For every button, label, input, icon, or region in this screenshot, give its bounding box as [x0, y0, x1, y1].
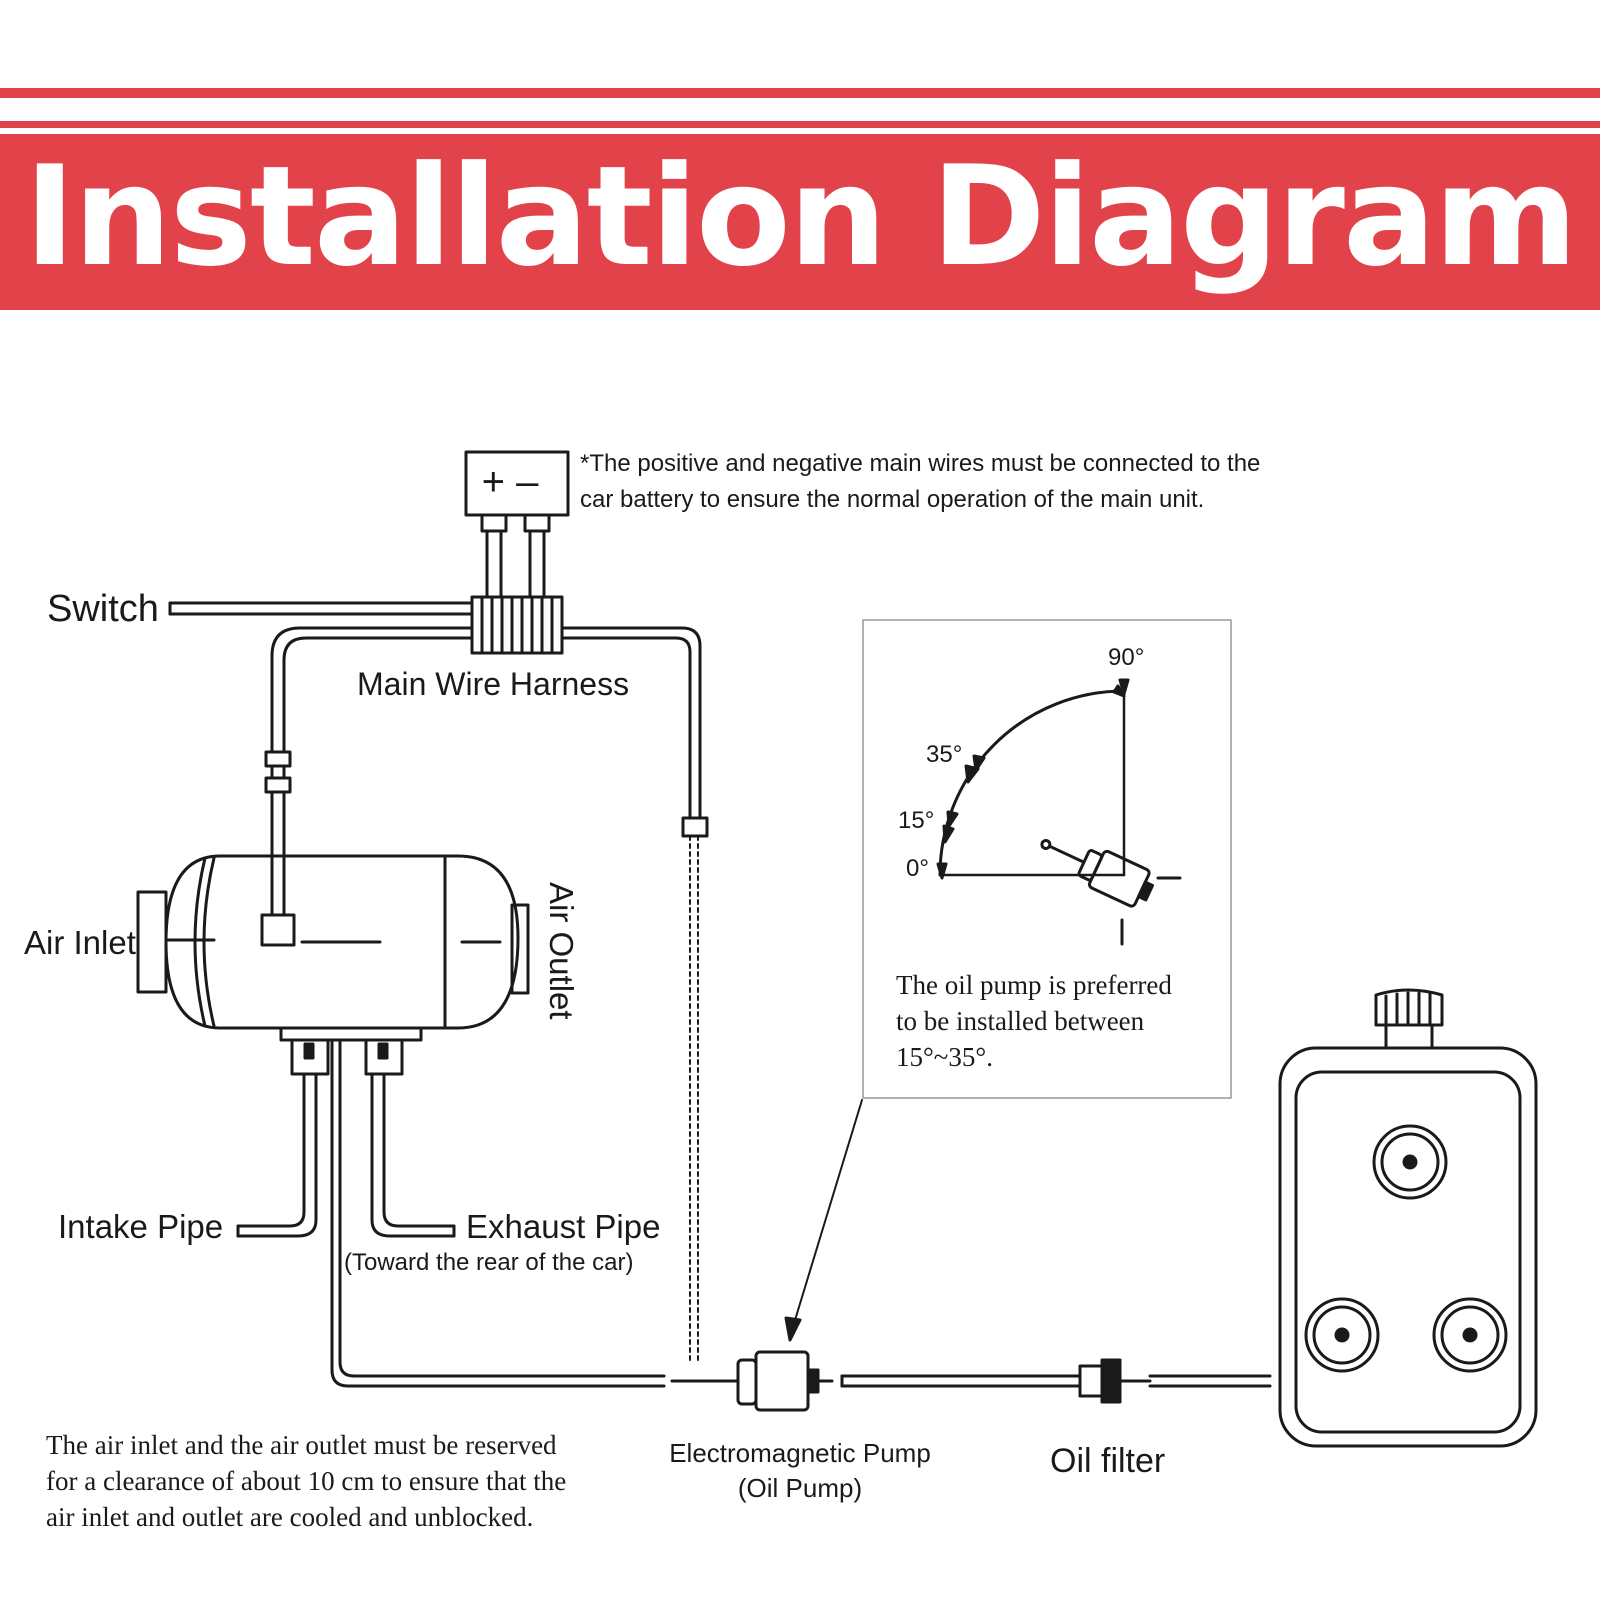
- top-stripe: [0, 88, 1600, 98]
- battery-note-line-1: *The positive and negative main wires mu…: [580, 450, 1260, 477]
- angle-15-label: 15°: [898, 807, 934, 834]
- intake-pipe: [236, 1072, 318, 1238]
- oil-filter-icon: [1078, 1358, 1272, 1404]
- inset-note-line-3: 15°~35°.: [896, 1042, 993, 1072]
- page-title: Installation Diagram: [24, 136, 1578, 297]
- heater-unit-icon: [136, 854, 530, 1076]
- air-outlet-label: Air Outlet: [543, 882, 580, 1020]
- bottom-note-line-2: for a clearance of about 10 cm to ensure…: [46, 1466, 566, 1496]
- air-inlet-label: Air Inlet: [24, 924, 136, 961]
- pointer-arrow: [784, 1099, 863, 1342]
- pump-label-line-1: Electromagnetic Pump: [669, 1438, 931, 1468]
- switch-label: Switch: [47, 588, 159, 630]
- battery-icon: [464, 450, 570, 599]
- angle-inset: [862, 619, 1232, 1099]
- fuel-line: [330, 1038, 666, 1388]
- oil-pump-icon: [670, 1350, 834, 1412]
- pump-label-line-2: (Oil Pump): [738, 1473, 862, 1503]
- angle-35-label: 35°: [926, 741, 962, 768]
- angle-0-label: 0°: [906, 855, 929, 882]
- inset-note-line-1: The oil pump is preferred: [896, 970, 1172, 1000]
- harness-wires: [264, 626, 709, 1363]
- bottom-note-line-1: The air inlet and the air outlet must be…: [46, 1430, 557, 1460]
- main-wire-harness-label: Main Wire Harness: [357, 666, 629, 702]
- fuel-tank-icon: [1278, 988, 1538, 1448]
- battery-note-line-2: car battery to ensure the normal operati…: [580, 486, 1204, 513]
- battery-symbol: + –: [482, 460, 539, 504]
- exhaust-pipe-label: Exhaust Pipe: [466, 1208, 660, 1245]
- fuel-line-tank: [840, 1374, 1082, 1388]
- title-banner: [0, 134, 1600, 310]
- bottom-note-line-3: air inlet and outlet are cooled and unbl…: [46, 1502, 533, 1532]
- exhaust-pipe-note: (Toward the rear of the car): [344, 1249, 633, 1276]
- exhaust-pipe: [370, 1072, 456, 1238]
- inset-note-line-2: to be installed between: [896, 1006, 1145, 1036]
- second-stripe: [0, 121, 1600, 128]
- connector-block-icon: [470, 595, 564, 655]
- oil-filter-label: Oil filter: [1050, 1442, 1165, 1480]
- angle-90-label: 90°: [1108, 644, 1144, 671]
- switch-wire: [168, 601, 474, 616]
- intake-pipe-label: Intake Pipe: [58, 1208, 223, 1245]
